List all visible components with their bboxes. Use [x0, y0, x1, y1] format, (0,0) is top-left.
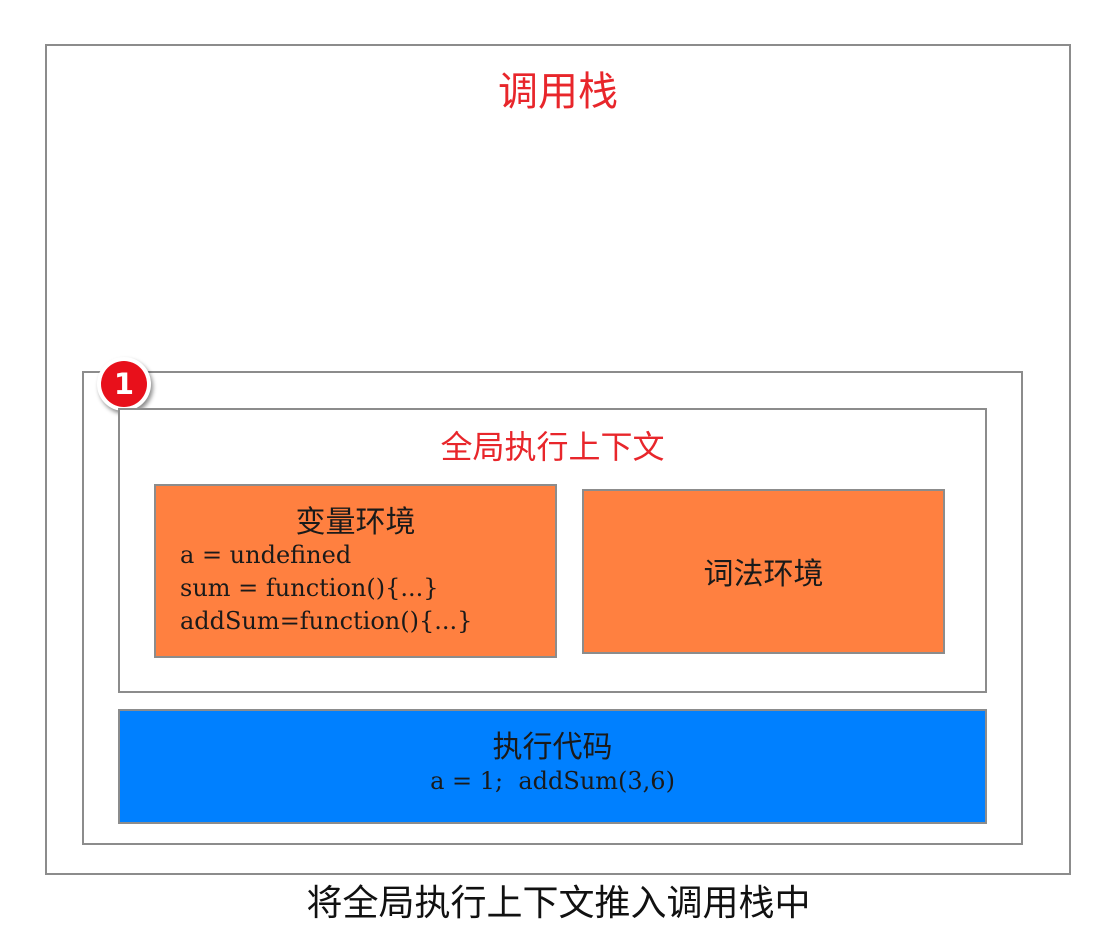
diagram-caption: 将全局执行上下文推入调用栈中	[306, 883, 811, 924]
variable-line-addsum: addSum=function(){...}	[180, 607, 473, 635]
variable-line-a: a = undefined	[180, 541, 352, 569]
lexical-environment-box	[582, 489, 945, 654]
executable-code-title: 执行代码	[492, 730, 613, 765]
variable-environment-box	[154, 484, 557, 658]
executable-code-line: a = 1; addSum(3,6)	[430, 767, 675, 795]
variable-line-sum: sum = function(){...}	[180, 574, 439, 602]
lexical-environment-title: 词法环境	[703, 557, 824, 592]
step-number-badge: 1	[101, 361, 147, 407]
global-execution-context-title: 全局执行上下文	[440, 428, 665, 466]
variable-environment-title: 变量环境	[295, 505, 416, 540]
executable-code-box	[118, 709, 987, 824]
call-stack-title: 调用栈	[498, 69, 618, 115]
